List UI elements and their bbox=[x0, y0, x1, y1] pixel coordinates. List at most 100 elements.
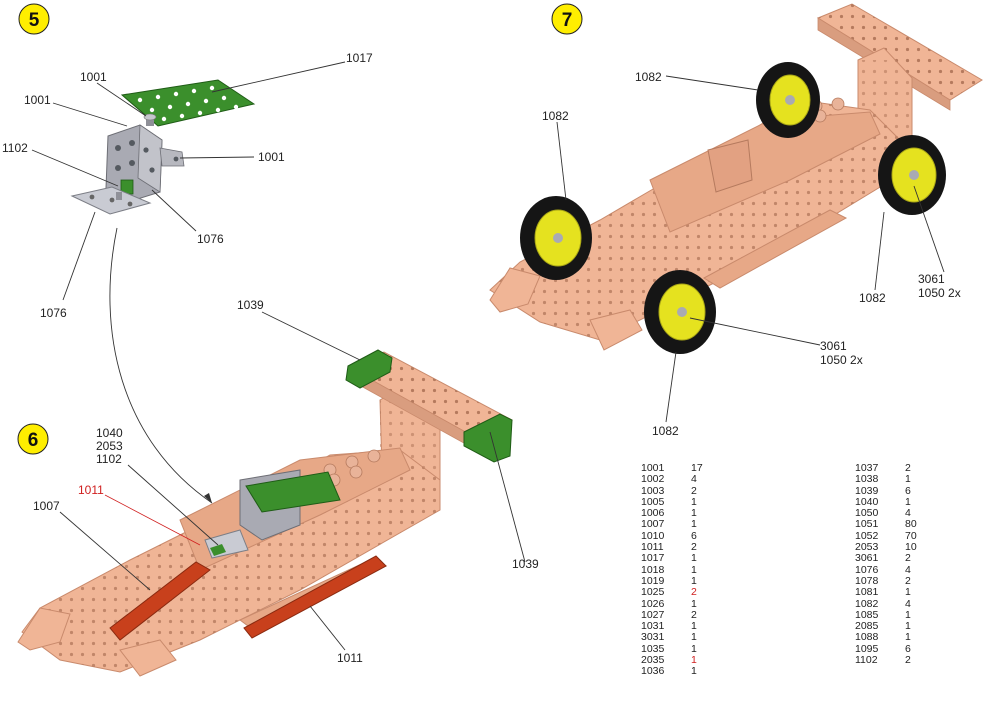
step-5: 5 bbox=[2, 3, 373, 504]
label-1011-red: 1011 bbox=[78, 483, 104, 497]
wheel-front-left bbox=[520, 196, 592, 280]
part-quantity: 2 bbox=[691, 541, 697, 554]
leader-1082-a bbox=[665, 75, 759, 91]
part-number: 1051 bbox=[855, 518, 879, 531]
part-number: 2085 bbox=[855, 620, 879, 633]
part-quantity: 1 bbox=[905, 473, 911, 486]
part-number: 1036 bbox=[641, 665, 665, 678]
part-number: 1027 bbox=[641, 608, 665, 621]
car-body-step-6 bbox=[17, 349, 513, 677]
leader-1076-a bbox=[151, 189, 197, 232]
part-quantity: 1 bbox=[691, 620, 697, 633]
part-1011-bottom bbox=[243, 555, 387, 639]
part-number: 1017 bbox=[641, 552, 665, 565]
parts-row: 1019 1 bbox=[641, 574, 711, 587]
part-quantity: 1 bbox=[691, 507, 697, 520]
label-1050-a: 1050 2x bbox=[918, 286, 961, 300]
part-number: 1005 bbox=[641, 495, 665, 508]
part-number: 1006 bbox=[641, 507, 665, 520]
leader-1039-a bbox=[261, 311, 361, 361]
part-number: 1007 bbox=[641, 518, 665, 531]
leader-3061-b bbox=[689, 317, 821, 346]
parts-row: 1082 4 bbox=[855, 597, 925, 610]
step-7-number: 7 bbox=[562, 10, 573, 31]
leader-1001-c bbox=[179, 156, 255, 159]
part-quantity: 1 bbox=[905, 586, 911, 599]
step-5-number: 5 bbox=[29, 10, 40, 31]
part-quantity: 2 bbox=[905, 462, 911, 474]
part-quantity: 2 bbox=[691, 586, 697, 599]
label-1039-a: 1039 bbox=[237, 298, 264, 312]
wheel-rear-right bbox=[878, 135, 946, 215]
parts-row: 1003 2 bbox=[641, 484, 711, 497]
leader-assembly-to-step-6 bbox=[109, 227, 213, 504]
part-1001-screw bbox=[143, 113, 157, 126]
label-3061-a: 3061 bbox=[918, 272, 945, 286]
label-1001-b: 1001 bbox=[24, 93, 51, 107]
label-1011-step6: 1011 bbox=[337, 651, 363, 665]
part-quantity: 1 bbox=[691, 631, 697, 644]
part-quantity: 1 bbox=[691, 574, 697, 587]
parts-row: 2085 1 bbox=[855, 620, 925, 633]
part-number: 3031 bbox=[641, 631, 665, 644]
leader-1001-b bbox=[52, 102, 128, 127]
part-quantity: 2 bbox=[691, 608, 697, 621]
part-number: 1040 bbox=[855, 495, 879, 508]
label-1040: 1040 bbox=[96, 426, 123, 440]
part-number: 1003 bbox=[641, 484, 665, 497]
part-quantity: 2 bbox=[905, 654, 911, 667]
part-number: 2053 bbox=[855, 541, 879, 554]
label-2053: 2053 bbox=[96, 439, 123, 453]
part-quantity: 6 bbox=[905, 484, 911, 497]
part-grey-bracket bbox=[105, 124, 185, 203]
part-number: 1088 bbox=[855, 631, 879, 644]
part-number: 1050 bbox=[855, 507, 879, 520]
step-5-badge bbox=[18, 3, 50, 35]
part-quantity: 1 bbox=[691, 642, 697, 655]
part-quantity: 4 bbox=[905, 597, 911, 610]
part-number: 1031 bbox=[641, 620, 665, 633]
part-quantity: 6 bbox=[691, 529, 697, 542]
part-number: 1039 bbox=[855, 484, 879, 497]
leader-1040-group bbox=[127, 464, 219, 546]
part-number: 1085 bbox=[855, 608, 879, 621]
parts-row: 1031 1 bbox=[641, 620, 711, 633]
label-1017: 1017 bbox=[346, 51, 373, 65]
step-6: 6 bbox=[17, 298, 539, 677]
part-number: 1037 bbox=[855, 462, 879, 474]
part-quantity: 2 bbox=[691, 484, 697, 497]
part-quantity: 10 bbox=[905, 541, 917, 554]
part-number: 1019 bbox=[641, 574, 665, 587]
part-number: 1018 bbox=[641, 563, 665, 576]
label-1039-b: 1039 bbox=[512, 557, 539, 571]
label-1076-b: 1076 bbox=[40, 306, 67, 320]
part-number: 1082 bbox=[855, 597, 879, 610]
step-6-number: 6 bbox=[28, 430, 39, 451]
part-quantity: 4 bbox=[905, 563, 911, 576]
leader-1001-a bbox=[96, 82, 147, 117]
part-quantity: 2 bbox=[905, 574, 911, 587]
wheel-rear-left bbox=[756, 62, 820, 138]
leader-1076-b bbox=[62, 211, 96, 301]
step-7-badge bbox=[551, 3, 583, 35]
part-number: 1026 bbox=[641, 597, 665, 610]
part-quantity: 1 bbox=[691, 552, 697, 565]
part-quantity: 1 bbox=[905, 620, 911, 633]
part-quantity: 4 bbox=[905, 507, 911, 520]
part-number: 1081 bbox=[855, 586, 879, 599]
